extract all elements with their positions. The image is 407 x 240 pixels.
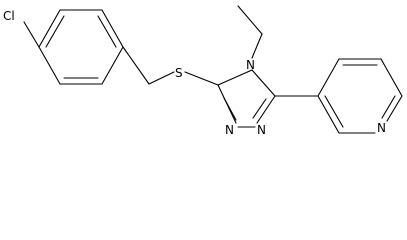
- atom-label-pyridine-n: N: [377, 121, 386, 135]
- ethyl-bond-2: [237, 5, 263, 35]
- cl-bond: [23, 21, 40, 48]
- carbon-sulfur-bond: [148, 71, 175, 85]
- atom-label-cl: Cl: [3, 9, 15, 23]
- sulfur-triazole-bond: [184, 71, 219, 86]
- structure-diagram: Cl S N N N N: [3, 5, 403, 137]
- pyridine-ring: [317, 58, 403, 134]
- chlorophenyl-ring: [38, 9, 124, 85]
- atom-label-s: S: [175, 66, 183, 80]
- ethyl-bond-1: [251, 33, 263, 59]
- triazole-ring: [217, 69, 276, 128]
- atom-label-n-a: N: [225, 123, 234, 137]
- molecule-canvas: Cl S N N N N: [3, 5, 403, 137]
- atom-label-ring-n: N: [246, 58, 255, 72]
- methylene-bond: [122, 46, 150, 85]
- atom-label-n-b: N: [257, 123, 266, 137]
